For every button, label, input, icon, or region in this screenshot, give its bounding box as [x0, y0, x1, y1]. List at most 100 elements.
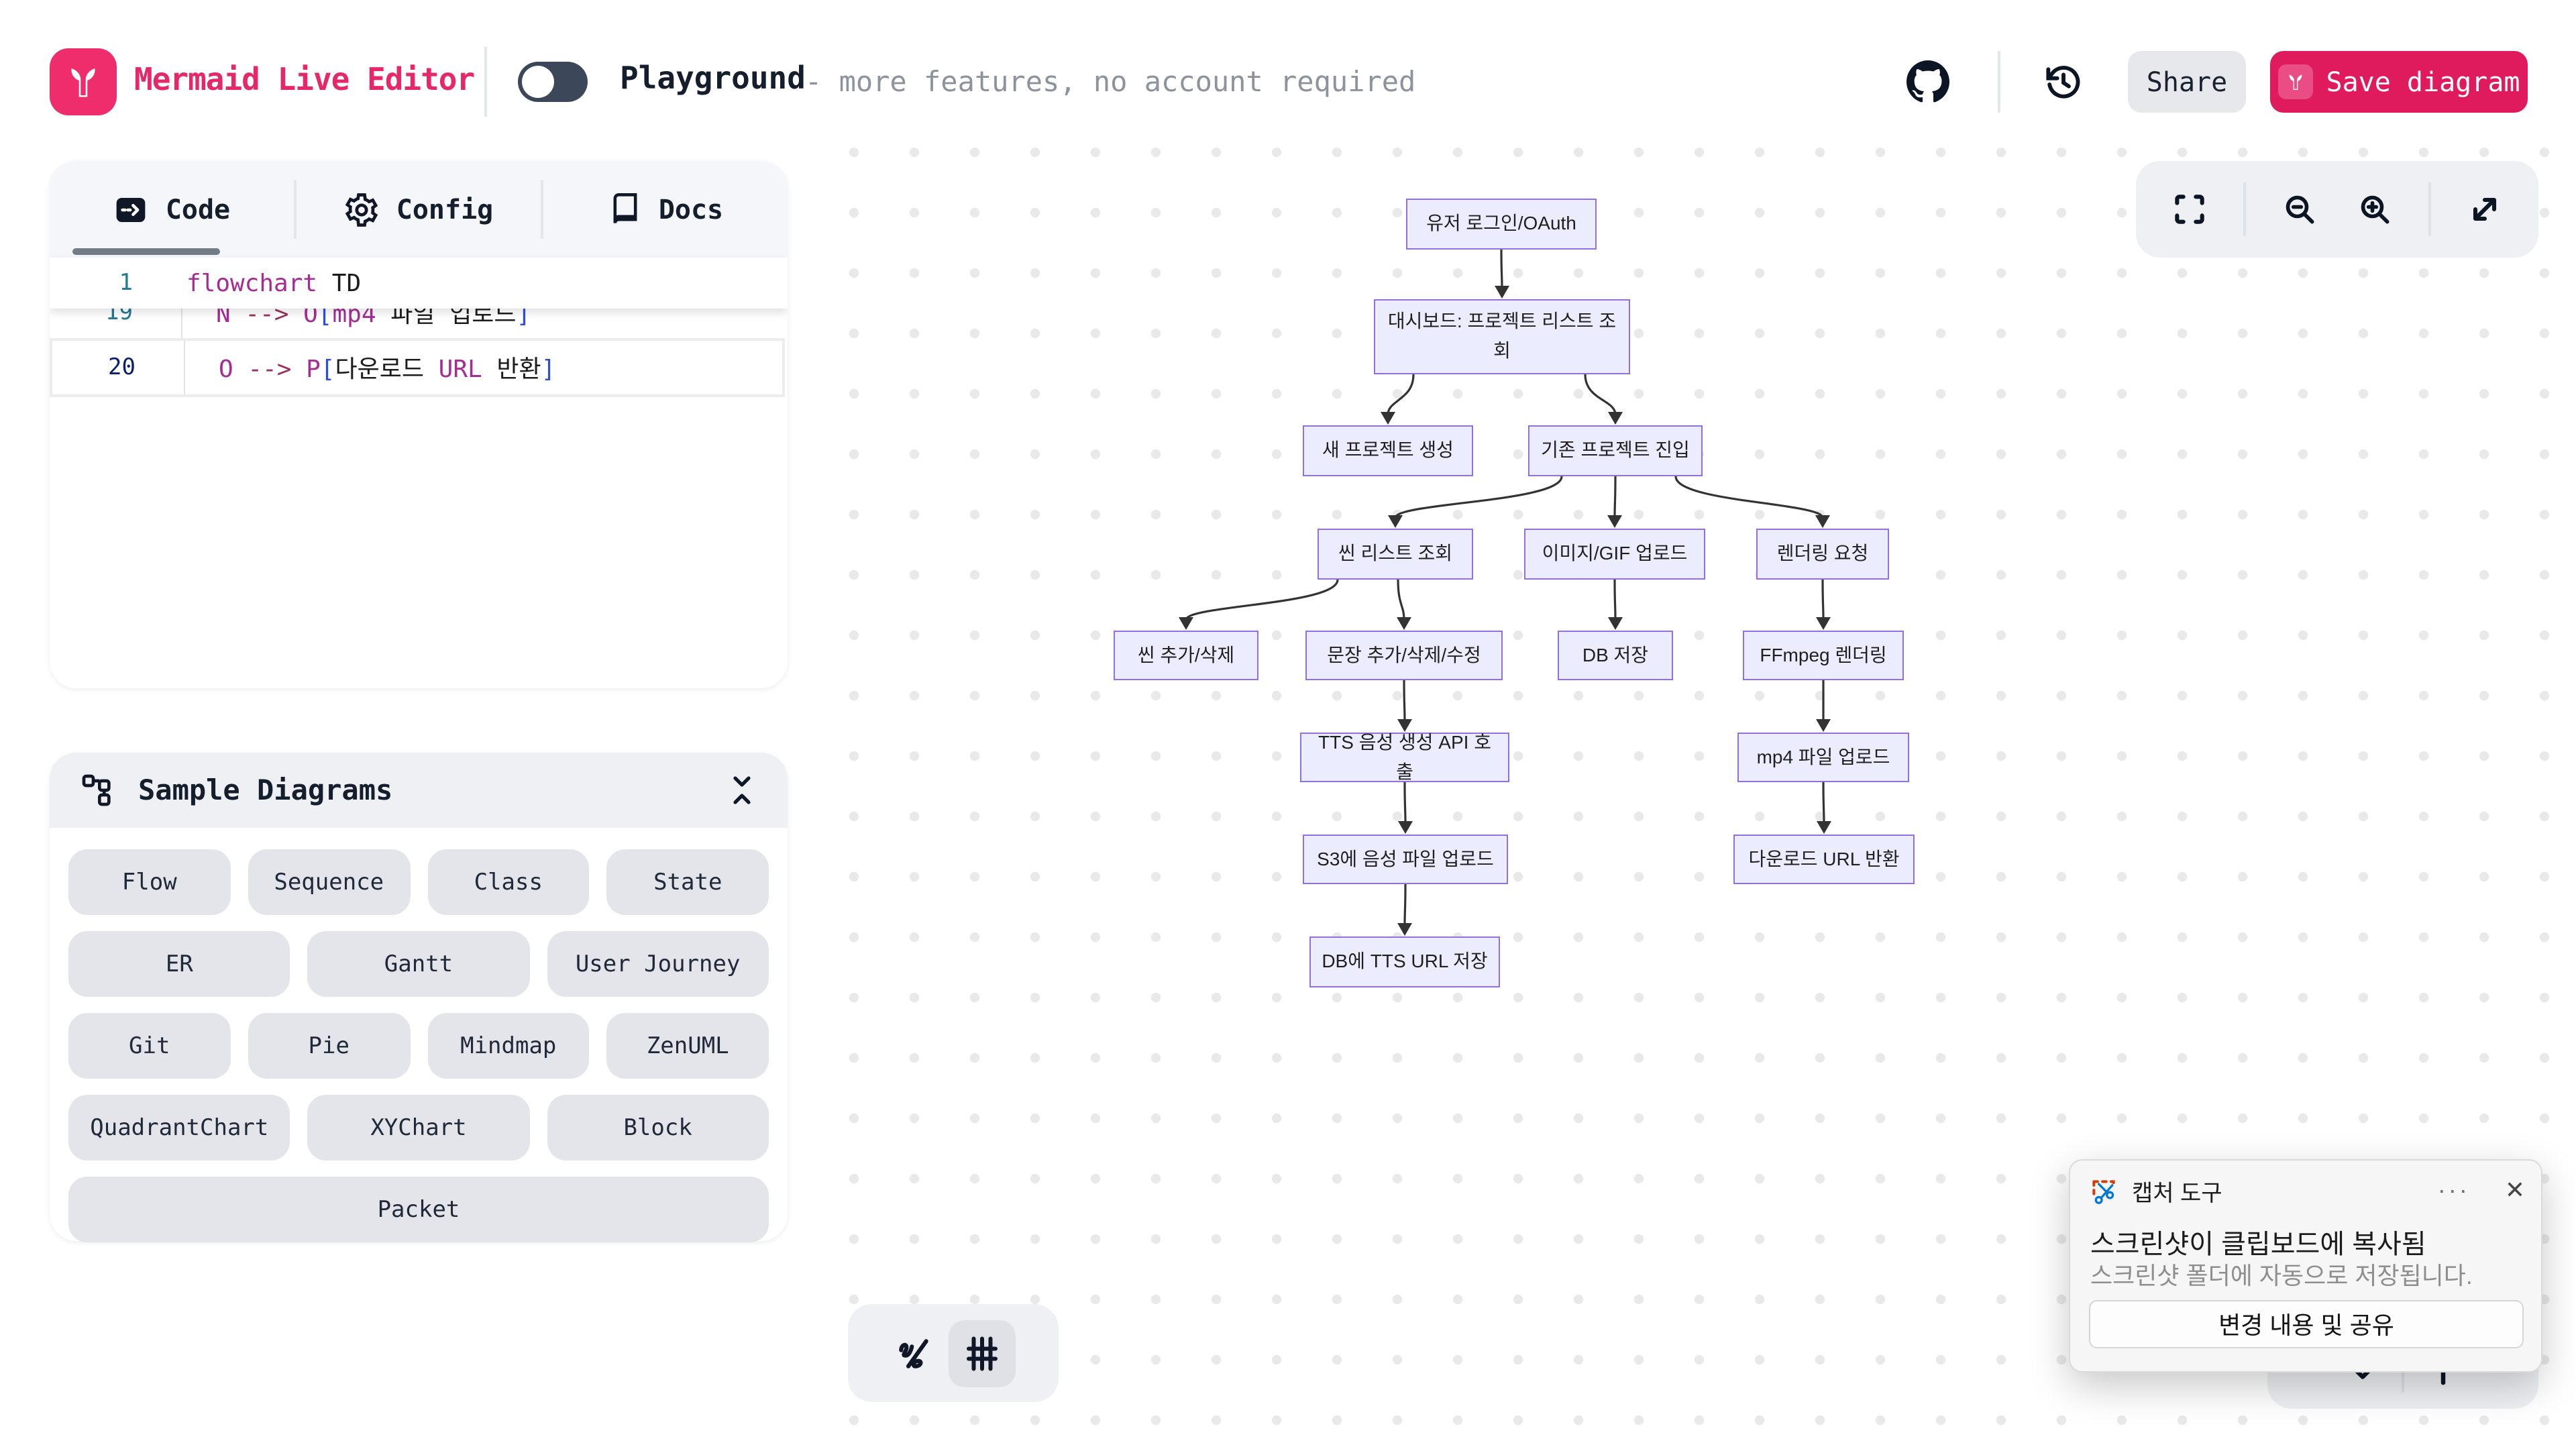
sample-button-sequence[interactable]: Sequence	[248, 849, 410, 915]
code-line[interactable]: 1 flowchart TD	[50, 258, 788, 309]
line-number: 19	[105, 309, 133, 326]
code-token: O	[219, 356, 233, 384]
notification-action-button[interactable]: 변경 내용 및 공유	[2089, 1300, 2524, 1348]
sample-button-flow[interactable]: Flow	[68, 849, 231, 915]
mode-subtitle: - more features, no account required	[805, 66, 1416, 98]
sample-row: ER Gantt User Journey	[68, 931, 769, 997]
sample-button-er[interactable]: ER	[68, 931, 290, 997]
mermaid-mini-icon	[2277, 64, 2313, 99]
share-button[interactable]: Share	[2128, 51, 2246, 113]
toggle-knob	[522, 66, 554, 98]
sample-row: Packet	[68, 1177, 769, 1242]
tab-divider	[541, 180, 543, 239]
mode-toggle[interactable]	[518, 62, 588, 102]
code-token: URL	[423, 356, 497, 384]
editor-tabbar: Code Config Docs	[50, 161, 788, 258]
code-token: TD	[317, 269, 362, 297]
code-token: P	[306, 356, 321, 384]
tab-config[interactable]: Config	[297, 161, 541, 258]
sample-button-gantt[interactable]: Gantt	[307, 931, 530, 997]
code-token: flowchart	[186, 269, 318, 297]
sample-button-state[interactable]: State	[606, 849, 769, 915]
notification-header: 캡처 도구 ··· ✕	[2089, 1174, 2525, 1208]
code-token: 파일 업로드	[376, 309, 517, 329]
code-token: O	[303, 309, 318, 329]
code-token: -->	[245, 309, 289, 329]
sample-button-xychart[interactable]: XYChart	[307, 1095, 530, 1161]
code-text: O --> P[다운로드 URL 반환]	[189, 350, 555, 385]
line-number: 1	[119, 270, 133, 297]
code-token: 다운로드	[335, 356, 424, 384]
sample-button-zenuml[interactable]: ZenUML	[606, 1013, 769, 1079]
tab-code[interactable]: Code	[50, 161, 294, 258]
code-line[interactable]: 20 O --> P[다운로드 URL 반환]	[50, 338, 785, 397]
app-header: Mermaid Live Editor Playground - more fe…	[0, 0, 2576, 161]
line-number: 20	[108, 354, 136, 381]
grid-icon[interactable]	[948, 1320, 1015, 1387]
sample-button-packet[interactable]: Packet	[68, 1177, 769, 1242]
canvas-toolbar	[2136, 161, 2538, 258]
sketch-pen-icon[interactable]	[892, 1332, 934, 1375]
sample-row: QuadrantChart XYChart Block	[68, 1095, 769, 1161]
zoom-in-icon[interactable]	[2337, 191, 2412, 228]
header-divider	[484, 47, 487, 117]
snipping-tool-icon	[2092, 1179, 2115, 1203]
fullscreen-icon[interactable]	[2152, 191, 2227, 228]
sample-button-quadrantchart[interactable]: QuadrantChart	[68, 1095, 290, 1161]
active-tab-indicator	[72, 248, 220, 255]
code-token: ]	[541, 356, 556, 384]
sample-button-git[interactable]: Git	[68, 1013, 231, 1079]
sample-button-user-journey[interactable]: User Journey	[547, 931, 769, 997]
gear-icon	[345, 193, 378, 226]
collapse-vertical-icon[interactable]	[726, 770, 758, 810]
code-token: [	[317, 309, 333, 329]
code-token	[231, 309, 246, 329]
code-token: [	[320, 356, 335, 384]
tab-docs[interactable]: Docs	[543, 161, 788, 258]
history-icon[interactable]	[2042, 60, 2085, 103]
code-icon	[117, 197, 146, 221]
github-icon[interactable]	[1907, 60, 1949, 103]
mermaid-logo-icon[interactable]	[50, 48, 117, 115]
notification-menu-icon[interactable]: ···	[2437, 1177, 2470, 1203]
mode-title: Playground	[620, 62, 806, 97]
resize-diagonal-icon[interactable]	[2447, 191, 2522, 228]
save-diagram-button[interactable]: Save diagram	[2270, 51, 2528, 113]
tab-divider	[294, 180, 297, 239]
code-token	[288, 309, 303, 329]
code-token: mp4	[332, 309, 376, 329]
view-tools	[848, 1304, 1059, 1402]
flowchart-icon	[82, 774, 111, 806]
notification-title: 스크린샷이 클립보드에 복사됨	[2090, 1230, 2426, 1260]
code-text: flowchart TD	[186, 269, 361, 297]
clipped-line-wrap: 19 N --> O[mp4 파일 업로드]	[50, 309, 788, 338]
code-token: 반환	[496, 356, 541, 384]
sample-button-pie[interactable]: Pie	[248, 1013, 410, 1079]
code-token: ]	[516, 309, 531, 329]
toolbar-divider	[2243, 182, 2246, 236]
sample-button-mindmap[interactable]: Mindmap	[427, 1013, 590, 1079]
zoom-out-icon[interactable]	[2262, 191, 2337, 228]
book-icon	[613, 193, 637, 223]
sample-button-block[interactable]: Block	[547, 1095, 769, 1161]
code-token: N	[216, 309, 231, 329]
code-line[interactable]: 19 N --> O[mp4 파일 업로드]	[50, 309, 788, 338]
save-diagram-label: Save diagram	[2326, 66, 2520, 98]
notification-subtitle: 스크린샷 폴더에 자동으로 저장됩니다.	[2090, 1263, 2473, 1289]
code-token	[233, 356, 248, 384]
sample-diagrams-header[interactable]: Sample Diagrams	[50, 753, 788, 828]
notification-app-name: 캡처 도구	[2132, 1181, 2222, 1206]
app-title: Mermaid Live Editor	[134, 63, 475, 98]
sample-button-class[interactable]: Class	[427, 849, 590, 915]
code-token	[291, 356, 306, 384]
notification-close-icon[interactable]: ✕	[2504, 1177, 2525, 1203]
code-text: N --> O[mp4 파일 업로드]	[186, 309, 531, 330]
toolbar-divider	[2428, 182, 2431, 236]
